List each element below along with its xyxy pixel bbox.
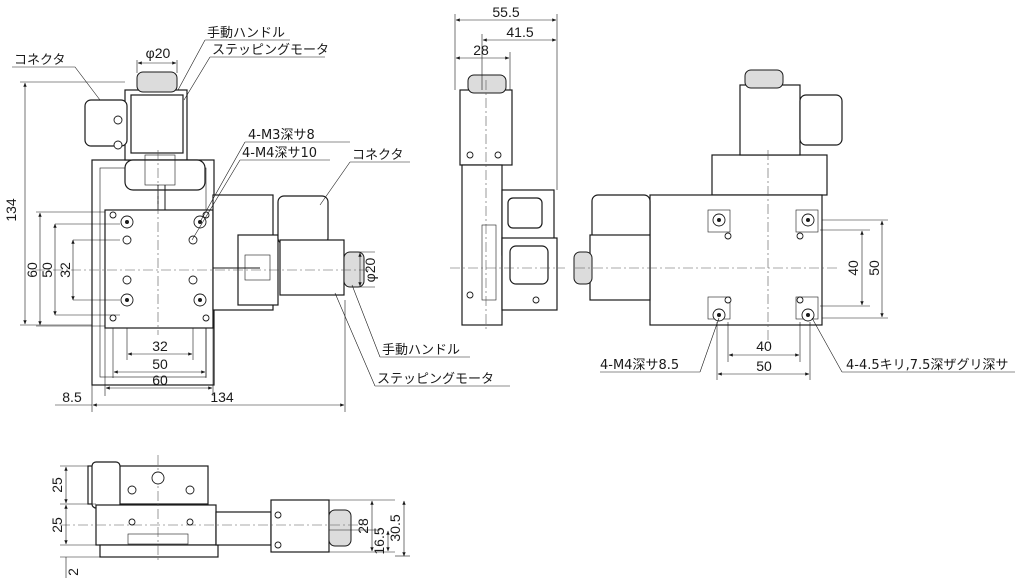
dim-f28: 28 [355, 518, 371, 534]
callout-counterbore: 4-4.5キリ,7.5深ザグリ深サ [846, 358, 1008, 373]
callout-m4-8-5: 4-M4深サ8.5 [600, 358, 679, 373]
callout-motor-top: ステッピングモータ [212, 43, 329, 58]
dim-phi20-top: φ20 [146, 45, 171, 61]
dim-h50: 50 [39, 262, 55, 278]
dim-r50h: 50 [756, 358, 772, 374]
dim-r40v: 40 [845, 260, 861, 276]
dim-height-134: 134 [3, 198, 19, 222]
dim-f30-5: 30.5 [387, 514, 403, 541]
callout-connector-left: コネクタ [14, 53, 65, 68]
dim-b50: 50 [152, 356, 168, 372]
dim-f16-5: 16.5 [371, 527, 387, 554]
dim-f25b: 25 [49, 517, 65, 533]
callout-m4: 4-M4深サ10 [242, 146, 317, 161]
callout-handle-top: 手動ハンドル [207, 26, 285, 41]
dim-side-55-5: 55.5 [492, 4, 519, 20]
top-view: 134 60 50 32 32 50 60 8.5 134 φ20 φ20 コネ… [3, 26, 510, 412]
dim-f2: 2 [65, 568, 81, 576]
dim-side-41-5: 41.5 [506, 24, 533, 40]
bottom-view-holes [707, 209, 819, 322]
callout-motor-bottom: ステッピングモータ [377, 372, 494, 387]
dim-b32: 32 [152, 338, 168, 354]
front-view: 25 25 2 28 16.5 30.5 [49, 455, 410, 578]
dim-phi20-right: φ20 [362, 257, 378, 282]
dim-h32: 32 [57, 262, 73, 278]
dim-side-28: 28 [473, 42, 489, 58]
dim-r50v: 50 [866, 260, 882, 276]
bottom-view: 40 50 40 50 4-M4深サ8.5 4-4.5キリ,7.5深ザグリ深サ [573, 69, 1015, 380]
dim-b8-5: 8.5 [62, 389, 82, 405]
callout-handle-bottom: 手動ハンドル [382, 343, 460, 358]
callout-connector-right: コネクタ [352, 148, 403, 163]
dim-b134: 134 [210, 389, 234, 405]
dim-r40h: 40 [756, 338, 772, 354]
side-view: 55.5 41.5 28 [450, 4, 565, 330]
dim-f25a: 25 [49, 477, 65, 493]
callout-m3: 4-M3深サ8 [248, 128, 315, 143]
dim-h60: 60 [24, 262, 40, 278]
dim-b60: 60 [152, 372, 168, 388]
